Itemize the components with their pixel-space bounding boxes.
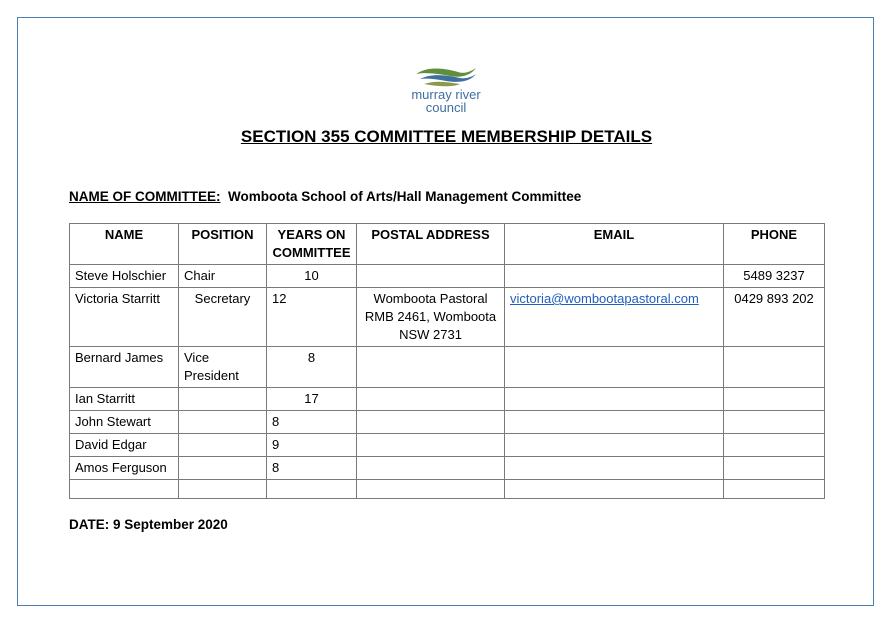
header-years: YEARS ON COMMITTEE (266, 223, 357, 265)
table-row-empty (69, 479, 825, 499)
cell-years: 12 (266, 287, 357, 347)
cell-email (504, 264, 724, 288)
cell-phone (723, 410, 825, 434)
committee-label: NAME OF COMMITTEE: (69, 189, 221, 204)
cell-email (504, 433, 724, 457)
cell-years: 10 (266, 264, 357, 288)
header-email: EMAIL (504, 223, 724, 265)
cell-position (178, 410, 267, 434)
cell-years: 8 (266, 410, 357, 434)
cell-email (504, 456, 724, 480)
cell-name: David Edgar (69, 433, 179, 457)
cell-address (356, 456, 505, 480)
cell-name (69, 479, 179, 499)
cell-position (178, 433, 267, 457)
table-row: Amos Ferguson 8 (69, 456, 825, 480)
cell-phone (723, 479, 825, 499)
table-header-row: NAME POSITION YEARS ON COMMITTEE POSTAL … (69, 223, 825, 265)
cell-email: victoria@wombootapastoral.com (504, 287, 724, 347)
cell-name: Amos Ferguson (69, 456, 179, 480)
cell-address (356, 264, 505, 288)
cell-position: Chair (178, 264, 267, 288)
committee-name-line: NAME OF COMMITTEE: Womboota School of Ar… (69, 189, 581, 204)
table-row: Bernard James Vice President 8 (69, 346, 825, 388)
cell-phone: 0429 893 202 (723, 287, 825, 347)
cell-position: Secretary (178, 287, 267, 347)
cell-address (356, 410, 505, 434)
logo-text-line2: council (425, 100, 467, 115)
cell-years: 8 (266, 456, 357, 480)
council-logo: murray river council (404, 66, 488, 120)
cell-name: Steve Holschier (69, 264, 179, 288)
cell-name: Bernard James (69, 346, 179, 388)
header-name: NAME (69, 223, 179, 265)
document-date: DATE: 9 September 2020 (69, 517, 228, 532)
cell-phone (723, 346, 825, 388)
cell-position: Vice President (178, 346, 267, 388)
cell-years: 17 (266, 387, 357, 411)
cell-years: 9 (266, 433, 357, 457)
cell-phone (723, 387, 825, 411)
cell-name: Victoria Starritt (69, 287, 179, 347)
cell-years (266, 479, 357, 499)
header-phone: PHONE (723, 223, 825, 265)
table-row: Victoria Starritt Secretary 12 Womboota … (69, 287, 825, 347)
table-row: David Edgar 9 (69, 433, 825, 457)
table-row: John Stewart 8 (69, 410, 825, 434)
page-title: SECTION 355 COMMITTEE MEMBERSHIP DETAILS (240, 127, 653, 146)
cell-years: 8 (266, 346, 357, 388)
cell-position (178, 387, 267, 411)
logo-text-line1: murray river (411, 87, 481, 102)
email-link[interactable]: victoria@wombootapastoral.com (510, 291, 699, 306)
cell-phone: 5489 3237 (723, 264, 825, 288)
cell-name: John Stewart (69, 410, 179, 434)
cell-address: Womboota Pastoral RMB 2461, Womboota NSW… (356, 287, 505, 347)
cell-position (178, 456, 267, 480)
cell-phone (723, 456, 825, 480)
table-row: Steve Holschier Chair 10 5489 3237 (69, 264, 825, 288)
cell-address (356, 346, 505, 388)
cell-email (504, 387, 724, 411)
cell-position (178, 479, 267, 499)
membership-table: NAME POSITION YEARS ON COMMITTEE POSTAL … (69, 223, 825, 499)
committee-name: Womboota School of Arts/Hall Management … (228, 189, 582, 204)
cell-phone (723, 433, 825, 457)
cell-address (356, 433, 505, 457)
cell-address (356, 479, 505, 499)
table-row: Ian Starritt 17 (69, 387, 825, 411)
cell-email (504, 346, 724, 388)
page-frame (17, 17, 874, 606)
header-position: POSITION (178, 223, 267, 265)
cell-email (504, 410, 724, 434)
cell-email (504, 479, 724, 499)
header-address: POSTAL ADDRESS (356, 223, 505, 265)
cell-address (356, 387, 505, 411)
cell-name: Ian Starritt (69, 387, 179, 411)
river-logo-icon (416, 68, 476, 87)
